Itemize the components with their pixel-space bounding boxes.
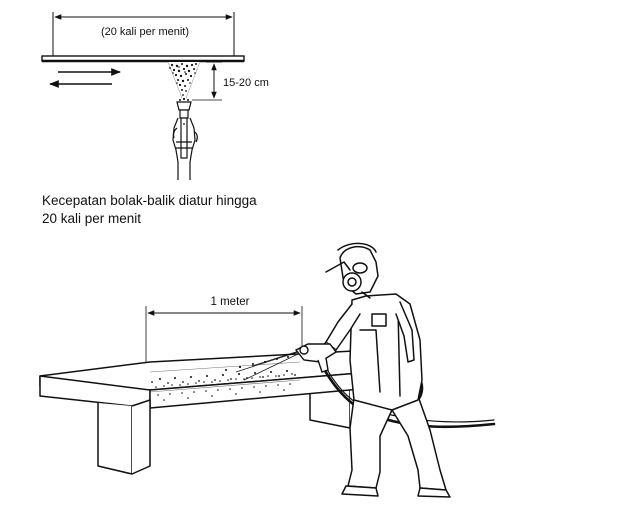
length-label: 1 meter [211, 296, 250, 308]
instruction-caption: Kecepatan bolak-balik diatur hingga 20 k… [42, 192, 257, 228]
overalls-pocket [371, 313, 387, 327]
hand-holding-lance [172, 117, 198, 180]
frequency-label: (20 kali per menit) [101, 26, 189, 38]
spray-nozzle-top [176, 97, 192, 119]
caption-line-1: Kecepatan bolak-balik diatur hingga [42, 193, 257, 208]
top-diagram: (20 kali per menit) [41, 12, 269, 180]
spray-plume [235, 350, 300, 381]
spray-cone [167, 61, 201, 99]
bottom-diagram: 1 meter [39, 242, 496, 498]
caption-line-2: 20 kali per menit [42, 211, 142, 226]
distance-label: 15-20 cm [223, 77, 269, 89]
sprayer-person [319, 242, 451, 498]
spray-gun [294, 343, 338, 373]
